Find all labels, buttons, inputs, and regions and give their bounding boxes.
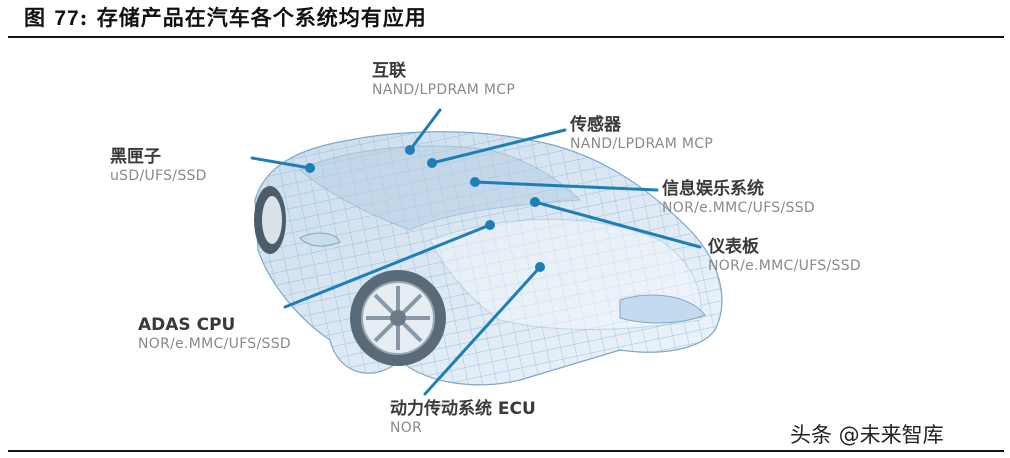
callout-adas: ADAS CPU NOR/e.MMC/UFS/SSD <box>138 315 291 352</box>
dot-dashboard <box>530 197 540 207</box>
car-body <box>254 131 723 386</box>
figure-title-prefix: 图 <box>24 5 55 30</box>
callout-memory: uSD/UFS/SSD <box>110 167 207 184</box>
watermark: 头条 @未来智库 <box>790 423 944 447</box>
callout-memory: NOR/e.MMC/UFS/SSD <box>662 199 815 216</box>
dot-infotainment <box>470 177 480 187</box>
leader-lines <box>250 108 702 396</box>
rear-wheel <box>254 186 286 254</box>
callout-memory: NAND/LPDRAM MCP <box>570 135 714 152</box>
callout-infotainment: 信息娱乐系统 NOR/e.MMC/UFS/SSD <box>662 179 815 216</box>
callout-blackbox: 黑匣子 uSD/UFS/SSD <box>110 147 207 184</box>
callout-title: ADAS CPU <box>138 315 236 335</box>
bottom-rule <box>8 450 1004 452</box>
dot-blackbox <box>305 163 315 173</box>
dot-powertrain <box>535 262 545 272</box>
leader-line-blackbox <box>250 156 312 170</box>
callout-memory: NAND/LPDRAM MCP <box>372 81 516 98</box>
leader-line-interconnect <box>408 108 442 152</box>
callout-title: 互联 <box>372 61 406 81</box>
callout-title: 黑匣子 <box>110 147 161 167</box>
callout-memory: NOR/e.MMC/UFS/SSD <box>708 257 861 274</box>
leader-dots <box>305 145 545 272</box>
callout-title: 信息娱乐系统 <box>662 179 764 199</box>
callout-dashboard: 仪表板 NOR/e.MMC/UFS/SSD <box>708 237 861 274</box>
callout-title: 动力传动系统 ECU <box>390 399 536 419</box>
figure-title-text: : 存储产品在汽车各个系统均有应用 <box>79 5 427 30</box>
callout-memory: NOR <box>390 419 423 436</box>
leader-line-infotainment <box>473 180 659 192</box>
leader-line-sensor <box>430 128 567 165</box>
dot-sensor <box>427 158 437 168</box>
leader-line-adas <box>283 223 492 309</box>
dot-interconnect <box>405 145 415 155</box>
figure-number: 77 <box>54 7 80 30</box>
leader-line-powertrain <box>423 265 542 396</box>
figure-title: 图 77: 存储产品在汽车各个系统均有应用 <box>24 2 427 32</box>
leader-line-dashboard <box>533 200 702 249</box>
dot-adas <box>485 220 495 230</box>
callout-memory: NOR/e.MMC/UFS/SSD <box>138 335 291 352</box>
front-wheel <box>350 270 446 366</box>
callout-title: 仪表板 <box>708 237 759 257</box>
callout-powertrain: 动力传动系统 ECU NOR <box>390 399 536 436</box>
callout-interconnect: 互联 NAND/LPDRAM MCP <box>372 61 516 98</box>
callout-title: 传感器 <box>570 115 621 135</box>
top-rule <box>8 36 1004 38</box>
callout-sensor: 传感器 NAND/LPDRAM MCP <box>570 115 714 152</box>
